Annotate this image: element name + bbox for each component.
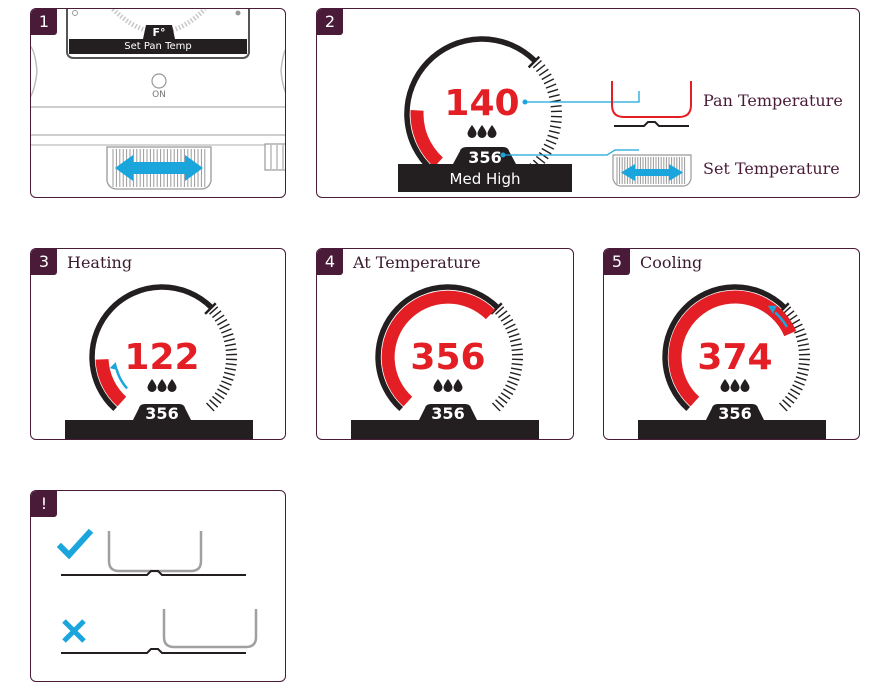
check-icon xyxy=(56,528,94,560)
falling-arrow-icon xyxy=(767,305,789,328)
panel-warning-pan-placement: ! xyxy=(30,490,286,682)
pan-temp-pointer xyxy=(525,91,640,103)
panel-badge: 1 xyxy=(31,9,57,35)
set-point-marker xyxy=(490,302,503,315)
pan-temp-readout: 140 xyxy=(444,83,520,124)
panel-title: Heating xyxy=(67,253,133,272)
gauge-at-temperature xyxy=(351,284,539,439)
set-point-marker xyxy=(527,55,541,69)
gauge-overheat-ticks xyxy=(491,306,523,412)
gauge-overheat-ticks xyxy=(205,306,237,412)
gauge-cooling xyxy=(638,284,826,439)
panel-3-heating: 3 Heating 122 356 xyxy=(30,248,286,440)
pan-offset xyxy=(61,609,258,654)
gauge-track xyxy=(662,284,787,412)
power-label: ON xyxy=(152,90,166,100)
pan-temperature-label: Pan Temperature xyxy=(703,91,843,110)
heat-drops-icon xyxy=(705,377,765,396)
panel-badge: 2 xyxy=(317,9,343,35)
heat-drops-icon xyxy=(452,123,512,142)
rising-arrow-icon xyxy=(109,362,129,390)
set-temp-readout: 356 xyxy=(431,404,465,423)
heat-level-bar xyxy=(398,164,572,192)
gauge-main xyxy=(398,36,692,192)
device-illustration xyxy=(31,9,285,190)
gauge-fill xyxy=(381,290,496,407)
heat-level-label: Med High xyxy=(449,170,521,188)
pan-centered xyxy=(61,531,246,576)
gauge-track xyxy=(89,284,214,412)
panel-4-at-temperature: 4 At Temperature 356 356 xyxy=(316,248,574,440)
gauge-heating xyxy=(65,284,253,439)
pan-temp-readout: 356 xyxy=(410,337,486,378)
set-temp-readout: 356 xyxy=(145,404,179,423)
heat-drops-icon xyxy=(418,377,478,396)
set-temp-tab xyxy=(453,147,516,164)
rotate-arrows-icon xyxy=(115,155,203,181)
pan-temp-readout: 122 xyxy=(124,337,200,378)
panel-badge: 4 xyxy=(317,249,343,275)
set-temp-pointer xyxy=(503,149,639,156)
set-point-marker xyxy=(204,302,217,315)
gauge-track xyxy=(404,36,537,172)
set-temperature-label: Set Temperature xyxy=(703,159,840,178)
gauge-track xyxy=(375,284,500,412)
panel-2-gauge-legend: 2 140 356 Med High Pan Temperature Set T… xyxy=(316,8,860,198)
pan-temp-readout: 374 xyxy=(697,337,773,378)
panel-1-device: 1 F° Set Pan Temp ON xyxy=(30,8,286,198)
power-button[interactable] xyxy=(151,73,167,89)
panel-badge: 3 xyxy=(31,249,57,275)
panel-5-cooling: 5 Cooling 374 356 xyxy=(603,248,860,440)
pan-icon xyxy=(611,81,692,127)
panel-title: At Temperature xyxy=(353,253,481,272)
heat-drops-icon xyxy=(132,377,192,396)
screen-label-bar xyxy=(69,39,247,54)
set-temp-readout: 356 xyxy=(468,148,502,167)
set-temp-readout: 356 xyxy=(718,404,752,423)
cross-icon xyxy=(62,619,86,643)
pan-placement-illustration xyxy=(56,528,258,654)
gauge-fill xyxy=(410,109,444,168)
panel-badge: 5 xyxy=(604,249,630,275)
dial-icon xyxy=(612,154,692,187)
panel-title: Cooling xyxy=(640,253,703,272)
unit-label: F° xyxy=(152,26,166,39)
screen-label: Set Pan Temp xyxy=(124,41,192,52)
gauge-fill xyxy=(95,358,127,407)
panel-badge: ! xyxy=(31,491,57,517)
